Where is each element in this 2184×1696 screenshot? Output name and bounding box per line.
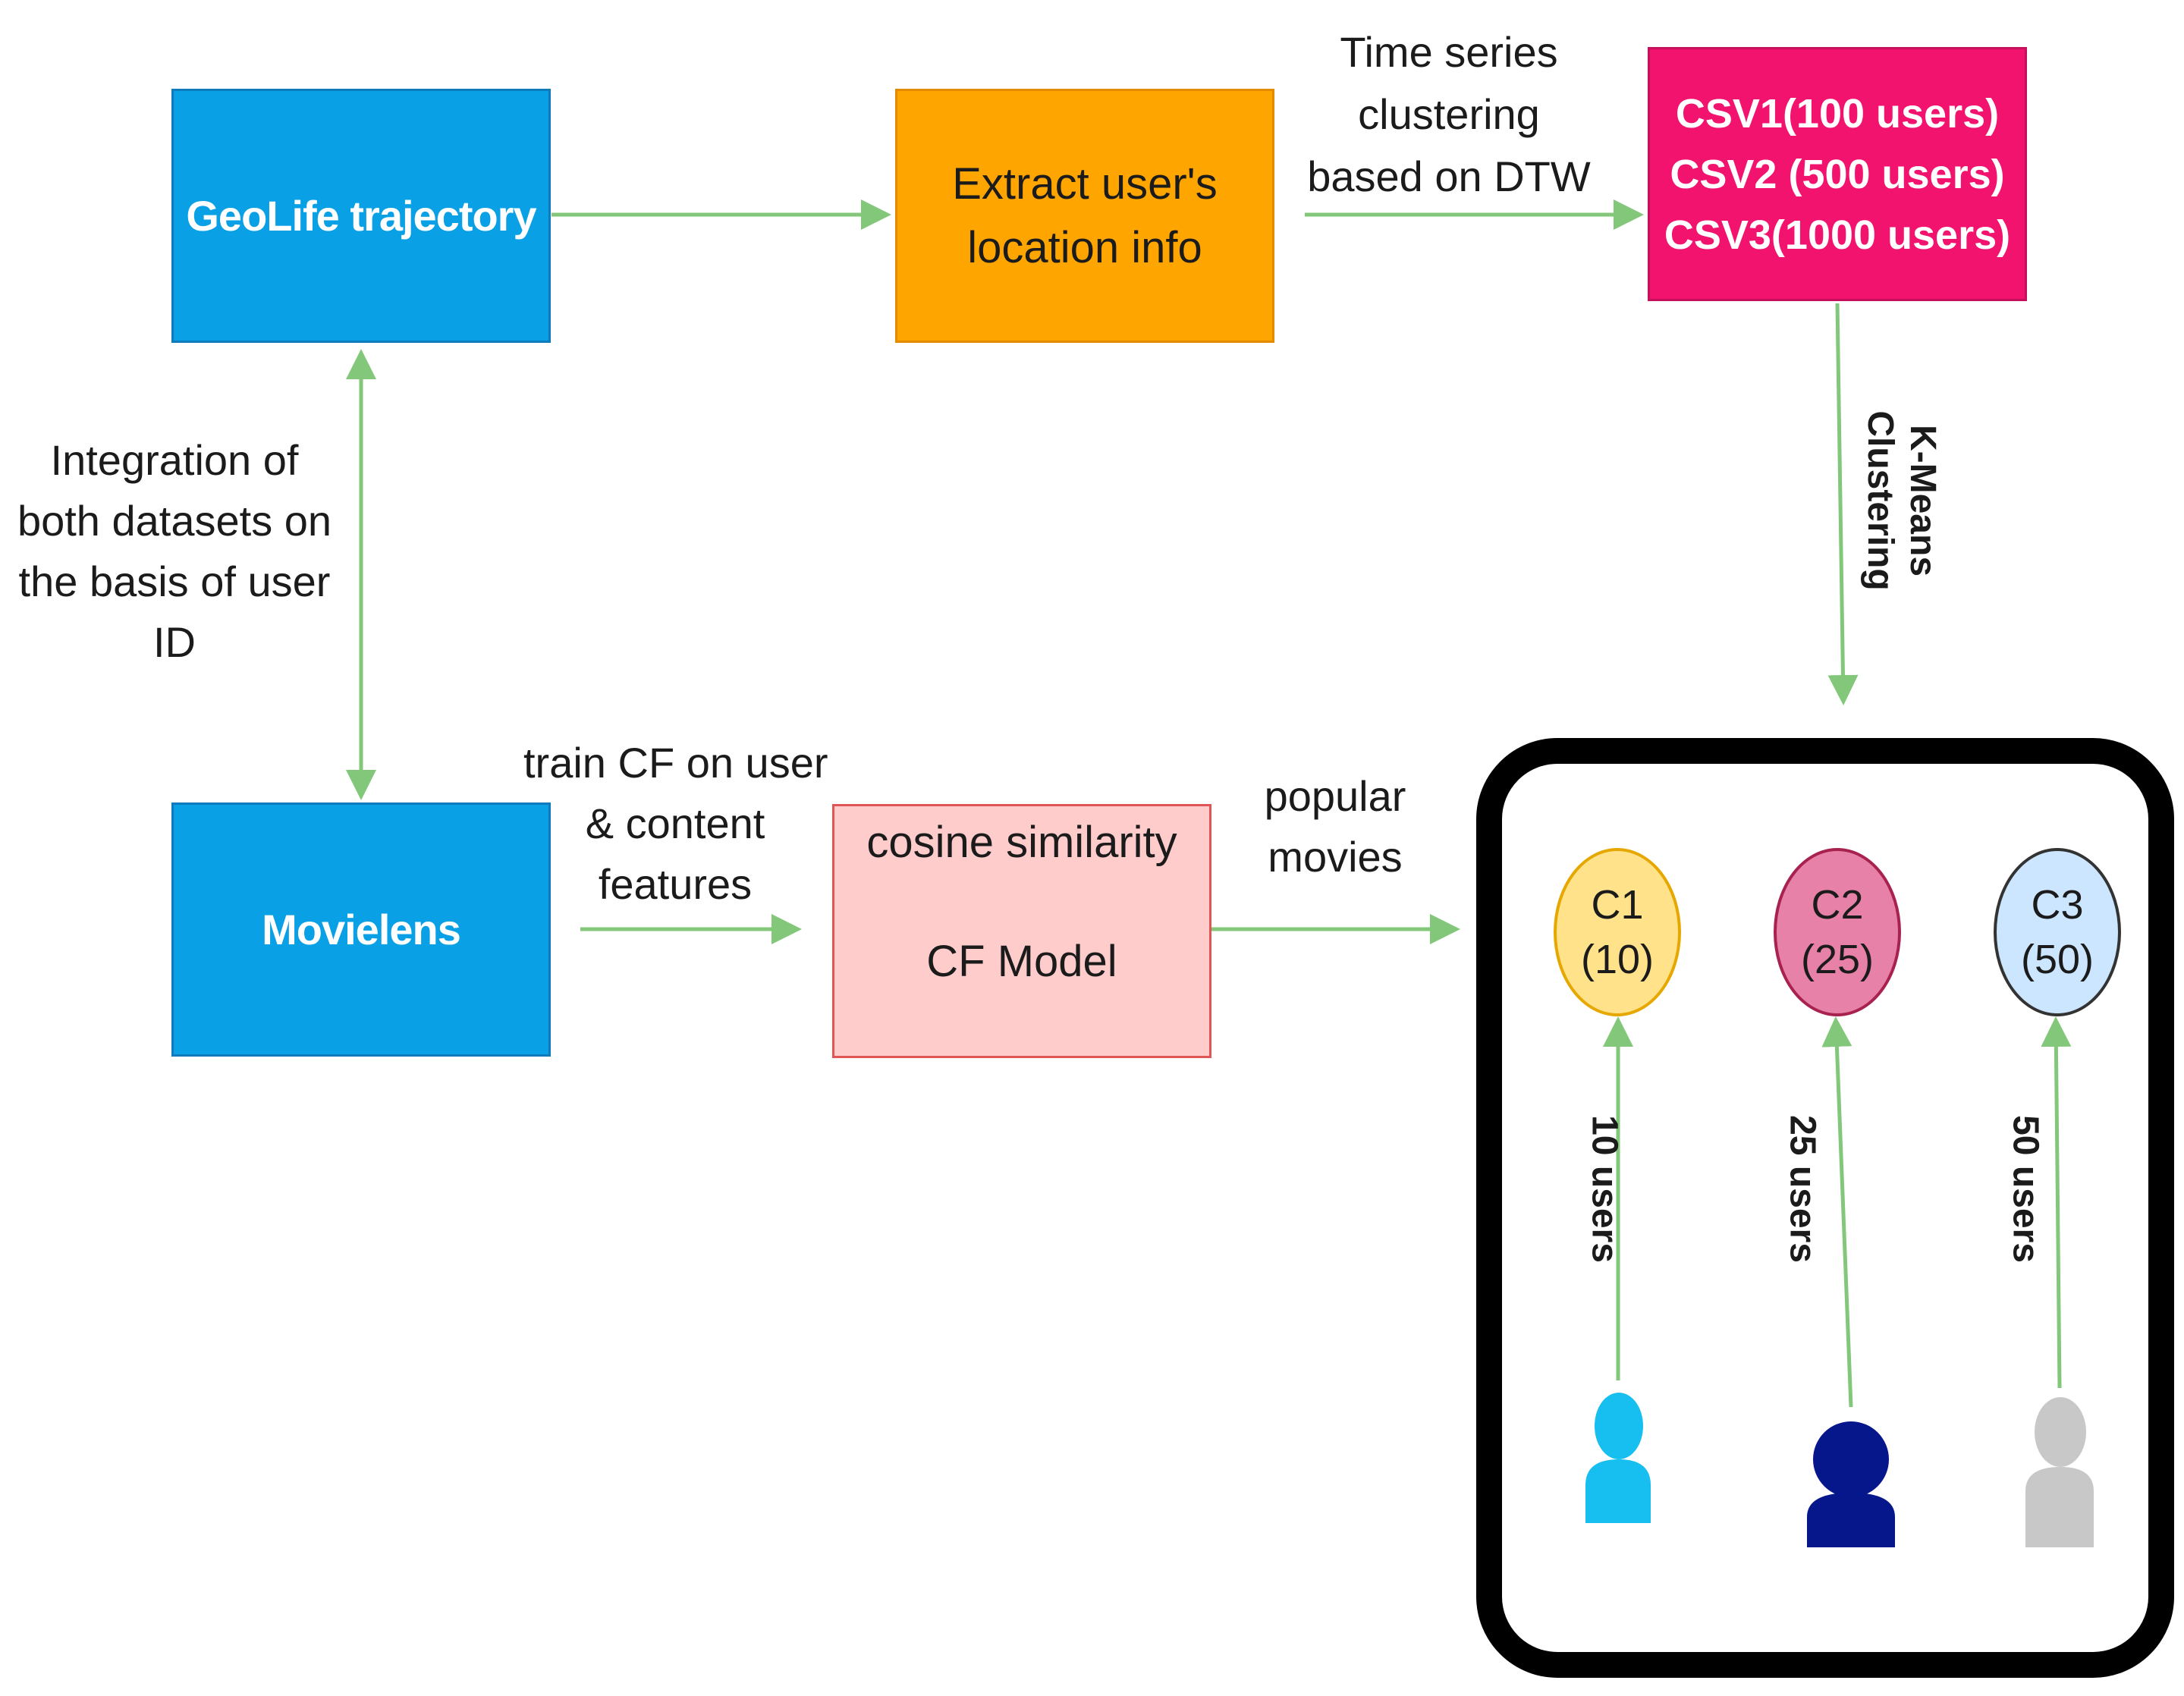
movielens-label: Movielens xyxy=(262,906,461,953)
users-label-c1: 10 users xyxy=(1584,1115,1625,1263)
person-icon-c3 xyxy=(2025,1397,2094,1547)
popular-movies-label: popular movies xyxy=(1264,772,1406,881)
arrow-csv-to-clusters xyxy=(1827,303,1859,705)
cluster-c2: C2 (25) xyxy=(1774,848,1901,1016)
cluster-c1: C1 (10) xyxy=(1554,848,1681,1016)
arrow-user2-to-c2 xyxy=(1821,1016,1853,1408)
cf-model-label: CF Model xyxy=(926,937,1117,986)
cluster-c3: C3 (50) xyxy=(1994,848,2121,1016)
csv1-label: CSV1(100 users) xyxy=(1675,90,2000,137)
csv-node: CSV1(100 users) CSV2 (500 users) CSV3(10… xyxy=(1648,47,2027,301)
geolife-label: GeoLife trajectory xyxy=(186,192,536,240)
extract-label-line2: location info xyxy=(967,222,1202,272)
movielens-node: Movielens xyxy=(171,802,551,1057)
extract-node: Extract user's location info xyxy=(895,89,1274,343)
cluster-container xyxy=(1476,738,2174,1678)
cf-node: cosine similarity CF Model xyxy=(832,804,1211,1058)
integration-label: Integration of both datasets on the basi… xyxy=(17,436,332,666)
users-label-c2: 25 users xyxy=(1782,1115,1823,1263)
users-label-c3: 50 users xyxy=(2005,1115,2046,1263)
arrow-user3-to-c3 xyxy=(2041,1016,2072,1389)
train-cf-label: train CF on user & content features xyxy=(523,739,828,908)
person-icon-c2 xyxy=(1807,1421,1895,1547)
time-series-label: Time series clustering based on DTW xyxy=(1307,28,1591,200)
csv3-label: CSV3(1000 users) xyxy=(1664,212,2011,258)
cosine-label: cosine similarity xyxy=(866,818,1177,867)
csv2-label: CSV2 (500 users) xyxy=(1670,151,2005,197)
geolife-node: GeoLife trajectory xyxy=(171,89,551,343)
extract-label-line1: Extract user's xyxy=(952,159,1218,209)
person-icon-c1 xyxy=(1585,1393,1651,1523)
kmeans-label: K-Means Clustering xyxy=(1860,410,1943,591)
